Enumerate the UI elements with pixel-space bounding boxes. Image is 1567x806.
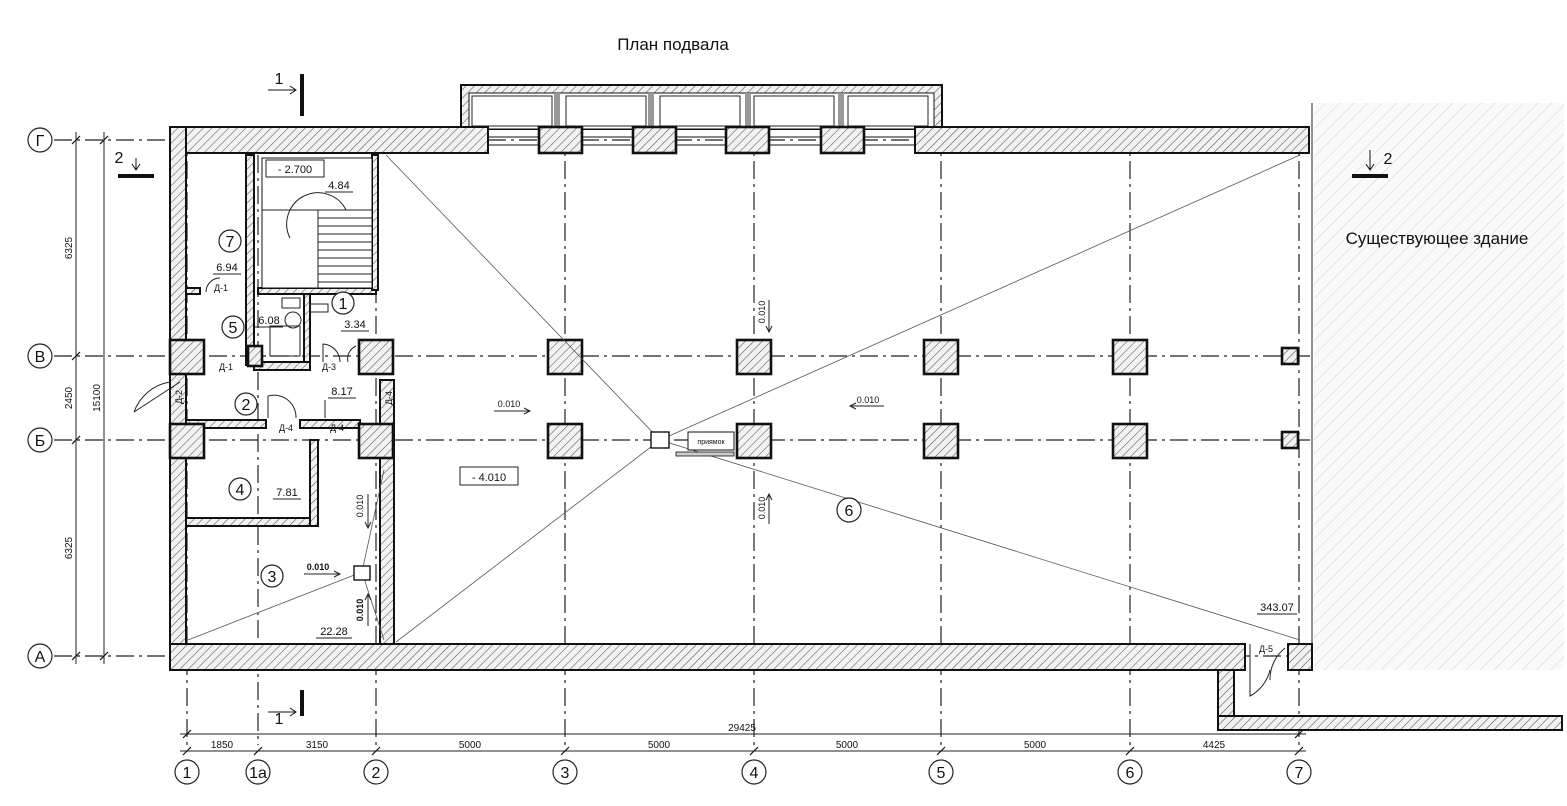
- section-label-bottom: 1: [275, 711, 284, 728]
- dim-bottom-4: 5000: [648, 740, 671, 751]
- door-label-d5: Д-5: [1259, 644, 1273, 654]
- room-1-number: 1: [339, 296, 348, 313]
- door-label-d4b: Д-4: [330, 423, 344, 433]
- dim-bottom-7: 4425: [1203, 740, 1226, 751]
- dimension-lines-bottom: [180, 729, 1306, 756]
- door-swings: [133, 277, 1286, 697]
- door-label-d1b: Д-1: [219, 362, 233, 372]
- drainage-lines: [187, 154, 1301, 643]
- axis-label-6: 6: [1126, 765, 1135, 782]
- section-label-right: 2: [1384, 151, 1393, 168]
- axis-label-a: А: [35, 649, 46, 666]
- outer-walls: [169, 126, 1563, 731]
- room-5-area: 6.08: [258, 315, 279, 327]
- room-5-number: 5: [229, 320, 238, 337]
- pump-pit-label: приямок: [697, 439, 725, 446]
- dim-left-1: 6325: [64, 236, 75, 259]
- room-3-number: 3: [268, 569, 277, 586]
- room-2-number: 2: [242, 397, 251, 414]
- axis-labels-bottom: 1 1а 2 3 4 5 6 7: [174, 759, 1312, 785]
- slope-2: 0.010: [857, 395, 880, 405]
- door-label-d4a: Д-4: [279, 423, 293, 433]
- room-areas: 3.34 8.17 22.28 7.81 6.08 343.07 6.94 4.…: [213, 180, 1297, 639]
- axis-label-2: 2: [372, 765, 381, 782]
- section-label-left: 2: [115, 150, 124, 167]
- slope-1: 0.010: [498, 399, 521, 409]
- dim-left-2: 2450: [64, 386, 75, 409]
- axis-label-7: 7: [1295, 765, 1304, 782]
- slope-4: 0.010: [757, 497, 767, 520]
- axis-label-g: Г: [36, 133, 45, 150]
- door-label-d1a: Д-1: [214, 283, 228, 293]
- slope-indicators: 0.010 0.010 0.010 0.010 0.010 0.010 0.01…: [304, 300, 884, 626]
- stair-level: - 2.700: [278, 164, 312, 176]
- axis-label-v: В: [35, 349, 46, 366]
- slope-3: 0.010: [757, 301, 767, 324]
- dim-bottom-6: 5000: [1024, 740, 1047, 751]
- drain-pit: [650, 431, 670, 449]
- slope-7: 0.010: [355, 599, 365, 622]
- pump-pit: [687, 431, 735, 451]
- door-label-d2: Д-2: [174, 390, 184, 404]
- room-7-area: 6.94: [216, 262, 237, 274]
- section-label-top: 1: [275, 71, 284, 88]
- axis-labels-left: Г В Б А: [27, 127, 53, 669]
- room-7-number: 7: [226, 234, 235, 251]
- floor-level: - 4.010: [472, 472, 506, 484]
- room-6-number: 6: [845, 503, 854, 520]
- axis-label-4: 4: [750, 765, 759, 782]
- plan-title: План подвала: [617, 35, 729, 54]
- room-4-number: 4: [236, 482, 245, 499]
- slope-5: 0.010: [355, 495, 365, 518]
- dimension-lines-left: [71, 132, 109, 664]
- columns: [168, 125, 1300, 460]
- axis-label-1a: 1а: [249, 765, 267, 782]
- room-2-area: 8.17: [331, 386, 352, 398]
- axis-label-b: Б: [35, 433, 46, 450]
- dim-bottom-3: 5000: [459, 740, 482, 751]
- axis-label-3: 3: [561, 765, 570, 782]
- dim-bottom-1: 1850: [211, 740, 234, 751]
- window-pits: [460, 84, 943, 130]
- room-4-area: 7.81: [276, 487, 297, 499]
- existing-building-label: Существующее здание: [1346, 229, 1529, 248]
- existing-building-area: [1314, 103, 1564, 670]
- axis-label-5: 5: [937, 765, 946, 782]
- room-6-area: 343.07: [1260, 602, 1294, 614]
- drain-pit-small: [353, 565, 371, 581]
- door-label-d3: Д-3: [322, 362, 336, 372]
- dim-bottom-2: 3150: [306, 740, 329, 751]
- section-marks: [118, 74, 1388, 717]
- dim-total-width: 29425: [728, 723, 756, 734]
- axis-label-1: 1: [183, 765, 192, 782]
- dim-bottom-5: 5000: [836, 740, 859, 751]
- room-3-area: 22.28: [320, 626, 348, 638]
- dim-left-3: 6325: [64, 536, 75, 559]
- dim-left-total: 15100: [92, 384, 103, 412]
- slope-6: 0.010: [307, 562, 330, 572]
- room-1-area: 3.34: [344, 319, 365, 331]
- room-markers: 1 2 3 4 5 6 7: [218, 229, 862, 588]
- stair-area: 4.84: [328, 180, 349, 192]
- door-label-d4c: Д-4: [384, 391, 394, 405]
